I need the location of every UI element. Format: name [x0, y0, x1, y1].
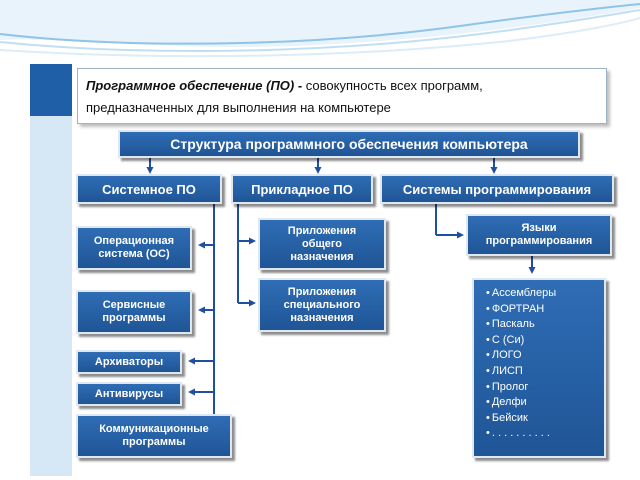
programming-languages-box: Языки программирования	[466, 214, 612, 256]
language-item: ФОРТРАН	[486, 302, 598, 318]
category-applied-software: Прикладное ПО	[231, 174, 373, 204]
definition-box: Программное обеспечение (ПО) - совокупно…	[77, 68, 607, 124]
language-item: Паскаль	[486, 317, 598, 333]
definition-term: Программное обеспечение (ПО) -	[86, 78, 303, 93]
language-item-ellipsis: . . . . . . . . . .	[486, 426, 598, 442]
language-item: Пролог	[486, 380, 598, 396]
system-item-os: Операционная система (ОС)	[76, 226, 192, 270]
applied-item-special: Приложения специального назначения	[258, 278, 386, 332]
definition-text-line1: совокупность всех программ,	[302, 78, 483, 93]
sidebar-accent-light	[30, 116, 72, 476]
language-item: ЛОГО	[486, 348, 598, 364]
definition-text-line2: предназначенных для выполнения на компью…	[86, 100, 391, 115]
language-item: Делфи	[486, 395, 598, 411]
applied-item-general: Приложения общего назначения	[258, 218, 386, 270]
category-system-software: Системное ПО	[76, 174, 222, 204]
category-programming-systems: Системы программирования	[380, 174, 614, 204]
language-item: ЛИСП	[486, 364, 598, 380]
sidebar-accent-dark	[30, 64, 72, 116]
header-wave-decoration	[0, 0, 640, 58]
language-item: Бейсик	[486, 411, 598, 427]
system-item-service-programs: Сервисные программы	[76, 290, 192, 334]
languages-list-box: Ассемблеры ФОРТРАН Паскаль С (Си) ЛОГО Л…	[472, 278, 606, 458]
system-item-antivirus: Антивирусы	[76, 382, 182, 406]
language-item: Ассемблеры	[486, 286, 598, 302]
language-item: С (Си)	[486, 333, 598, 349]
structure-title: Структура программного обеспечения компь…	[118, 130, 580, 158]
system-item-communication-programs: Коммуникационные программы	[76, 414, 232, 458]
system-item-archivers: Архиваторы	[76, 350, 182, 374]
